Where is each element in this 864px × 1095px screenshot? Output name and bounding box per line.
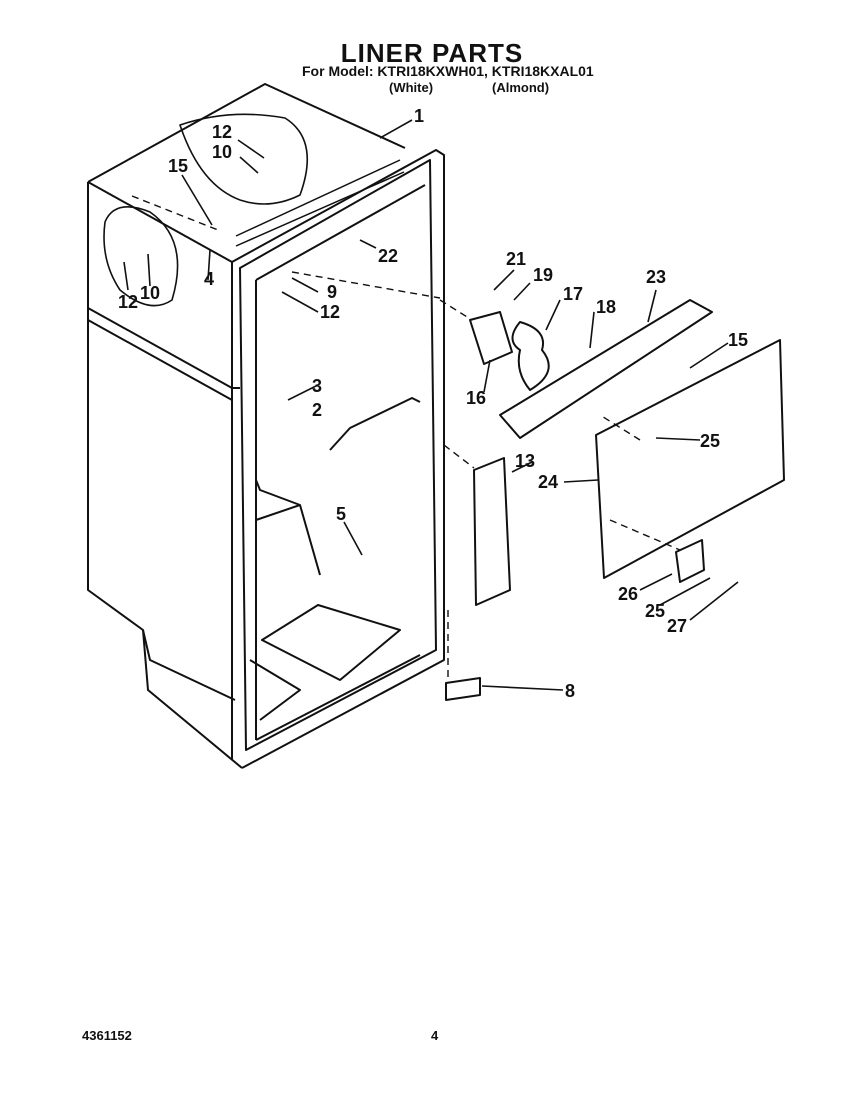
air-duct-part <box>499 299 713 439</box>
drain-trap-part <box>445 677 481 701</box>
liner-cabinet <box>87 83 445 769</box>
callout-17: 17 <box>563 284 583 304</box>
callout-10-top: 10 <box>212 142 232 162</box>
drain-trough-part <box>473 457 511 606</box>
callout-1: 1 <box>414 106 424 126</box>
document-number: 4361152 <box>82 1028 132 1043</box>
evaporator-cover-part <box>595 339 785 579</box>
callout-21: 21 <box>506 249 526 269</box>
callout-13: 13 <box>515 451 535 471</box>
model-line: For Model: KTRI18KXWH01, KTRI18KXAL01 <box>302 63 594 79</box>
callout-5: 5 <box>336 504 346 524</box>
callout-25-upper: 25 <box>700 431 720 451</box>
callout-19: 19 <box>533 265 553 285</box>
cover-plate-part <box>675 539 705 583</box>
callout-27: 27 <box>667 616 687 636</box>
callout-10-left: 10 <box>140 283 160 303</box>
color-white-label: (White) <box>389 80 434 95</box>
fan-motor-part <box>469 311 513 365</box>
callout-9: 9 <box>327 282 337 302</box>
callout-12-left: 12 <box>118 292 138 312</box>
callout-24: 24 <box>538 472 558 492</box>
callout-15-right: 15 <box>728 330 748 350</box>
callout-23: 23 <box>646 267 666 287</box>
callout-26: 26 <box>618 584 638 604</box>
callout-3: 3 <box>312 376 322 396</box>
callout-12-top: 12 <box>212 122 232 142</box>
page-title: LINER PARTS <box>340 38 524 68</box>
heater-wire-part <box>329 397 421 451</box>
callout-4: 4 <box>204 269 214 289</box>
callout-25-lower: 25 <box>645 601 665 621</box>
fan-blade-part <box>511 321 550 391</box>
callout-12-right: 12 <box>320 302 340 322</box>
callout-16: 16 <box>466 388 486 408</box>
callout-2: 2 <box>312 400 322 420</box>
callout-15-left: 15 <box>168 156 188 176</box>
color-almond-label: (Almond) <box>492 80 550 95</box>
callout-8: 8 <box>565 681 575 701</box>
page-number: 4 <box>431 1028 439 1043</box>
callout-22: 22 <box>378 246 398 266</box>
callout-18: 18 <box>596 297 616 317</box>
